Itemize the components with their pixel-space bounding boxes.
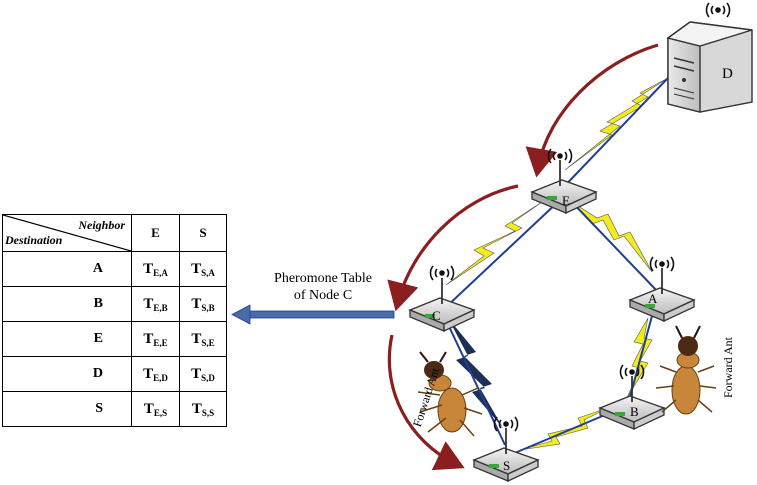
table-cell: TS,A (179, 251, 227, 287)
router-e (530, 160, 598, 215)
node-label-a: A (648, 291, 658, 306)
row-destination: S (2, 391, 132, 427)
row-destination: E (2, 321, 132, 357)
table-cell: TS,E (179, 321, 227, 357)
table-cell: TE,B (131, 286, 180, 322)
arrow-d-to-e (525, 43, 659, 178)
row-destination: A (2, 251, 132, 287)
table-row: B TE,B TS,B (2, 286, 227, 322)
node-label-b: B (630, 404, 639, 419)
router-b (598, 376, 666, 431)
table-cell: TE,D (131, 356, 180, 392)
destination-header: Destination (5, 233, 63, 247)
pheromone-arrow (231, 304, 395, 325)
node-label-s: S (503, 458, 510, 473)
node-label-e: E (562, 193, 570, 208)
router-s (472, 428, 540, 483)
forward-ant-label-right: Forward Ant (721, 337, 735, 398)
arrow-e-to-c (387, 184, 519, 312)
table-row: S TE,S TS,S (2, 391, 227, 427)
table-cell: TS,B (179, 286, 227, 322)
table-row: A TE,A TS,A (2, 251, 227, 287)
node-label-c: C (432, 308, 441, 323)
table-row: E TE,E TS,E (2, 321, 227, 357)
wireless-link-d-e (564, 77, 669, 171)
red-arrows (387, 43, 659, 471)
table-corner-cell: Neighbor Destination (2, 214, 132, 252)
corner-diagonal (3, 215, 131, 251)
row-destination: D (2, 356, 132, 392)
table-cell: TE,E (131, 321, 180, 357)
table-cell: TE,S (131, 391, 180, 427)
pheromone-label-line1: Pheromone Table (274, 271, 372, 286)
router-a (628, 268, 696, 323)
wireless-link-e-a (571, 201, 653, 273)
wifi-icons (429, 2, 731, 432)
forward-ant-icon-right (655, 325, 717, 415)
wireless-link-e-c (445, 199, 546, 286)
server-d (666, 21, 753, 113)
neighbor-header: Neighbor (78, 218, 125, 232)
pheromone-table: Neighbor Destination E S A TE,A TS,A B T… (2, 214, 227, 427)
row-destination: B (2, 286, 132, 322)
forward-ant-icon-left (417, 351, 483, 437)
pheromone-table-label: Pheromone Table of Node C (250, 270, 396, 304)
node-label-d: D (722, 66, 733, 82)
arrow-c-to-s (387, 334, 465, 471)
column-header-e: E (131, 214, 180, 252)
table-cell: TE,A (131, 251, 180, 287)
table-cell: TS,D (179, 356, 227, 392)
router-c (408, 278, 476, 333)
pheromone-label-line2: of Node C (293, 288, 353, 303)
wireless-link-b-s (519, 407, 609, 451)
table-row: D TE,D TS,D (2, 356, 227, 392)
column-header-s: S (179, 214, 227, 252)
table-header-row: Neighbor Destination E S (2, 214, 227, 252)
wireless-link-c-s (448, 318, 503, 428)
table-cell: TS,S (179, 391, 227, 427)
